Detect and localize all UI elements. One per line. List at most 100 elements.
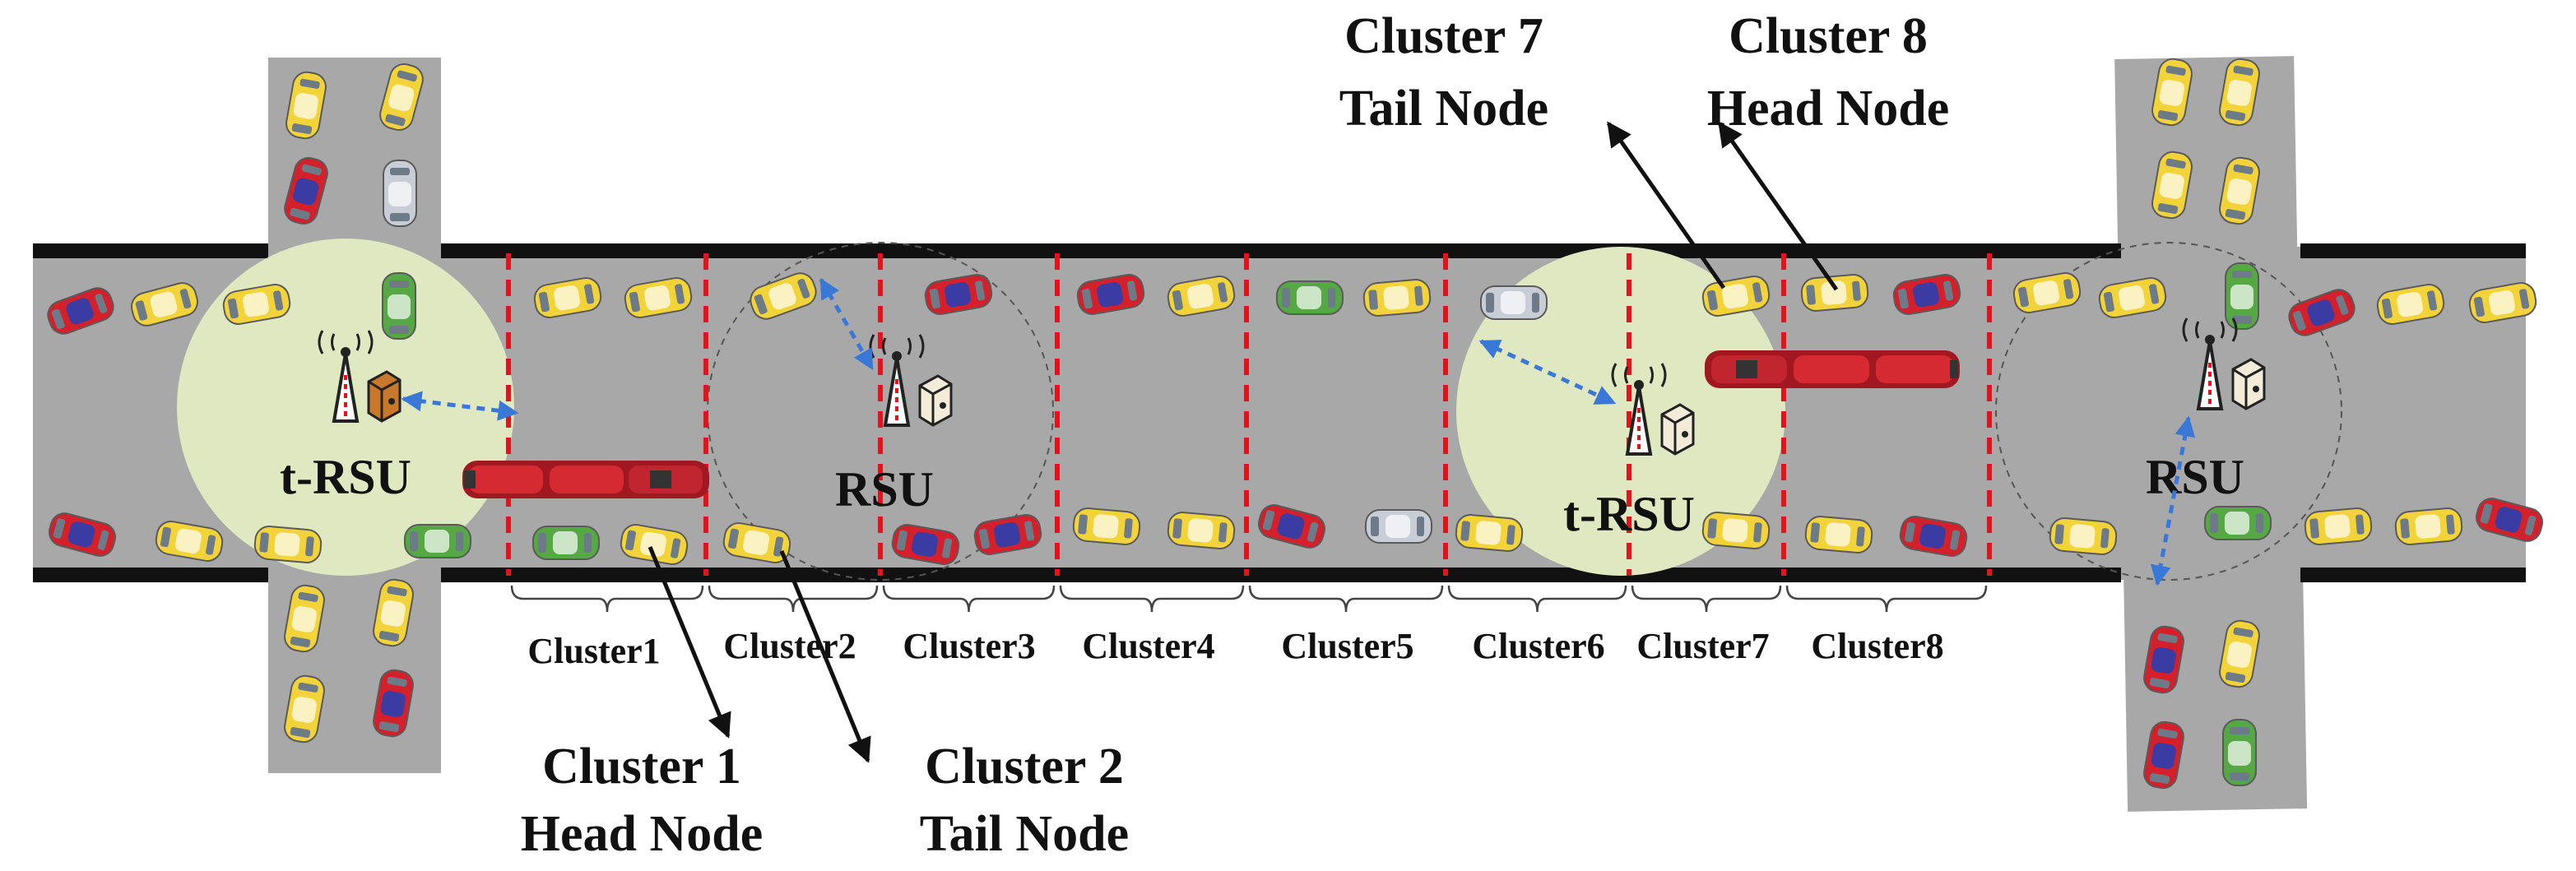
vehicle <box>284 157 328 225</box>
vehicle <box>2468 282 2537 323</box>
vehicle <box>285 71 327 140</box>
cluster-brace <box>1447 585 1627 613</box>
cluster-braces <box>510 585 1988 613</box>
vehicle <box>2151 151 2193 220</box>
cluster-brace <box>1785 585 1988 613</box>
vehicle <box>722 522 791 563</box>
vehicle <box>131 282 198 327</box>
vehicle <box>2288 289 2356 336</box>
cluster-labels: Cluster1 Cluster2 Cluster3 Cluster4 Clus… <box>527 626 1943 671</box>
vehicle <box>2151 58 2193 127</box>
vehicle <box>1701 512 1771 549</box>
road-edge-top-c <box>2300 243 2526 258</box>
cluster-brace <box>1059 585 1245 613</box>
callout-arrows <box>647 121 1839 763</box>
cluster-label-3: Cluster3 <box>903 626 1035 666</box>
vehicle <box>2049 517 2118 555</box>
vehicle <box>47 287 114 335</box>
callout-1-line1: Cluster 1 <box>542 739 741 795</box>
callout-arrow-3 <box>1606 121 1726 290</box>
vehicle <box>620 524 689 565</box>
cluster-label-2: Cluster2 <box>723 626 856 666</box>
vehicle <box>1258 504 1325 549</box>
vehicle <box>404 524 471 558</box>
callout-3-line2: Tail Node <box>1339 81 1548 137</box>
bus-left <box>462 461 709 498</box>
rsu-label-3: t-RSU <box>1563 487 1695 541</box>
rsu-unit-4 <box>2182 317 2266 410</box>
vehicle <box>1167 512 1236 549</box>
vehicles <box>47 58 2543 790</box>
vehicle <box>383 160 417 227</box>
vehicle <box>924 274 993 315</box>
cluster-label-4: Cluster4 <box>1082 626 1214 666</box>
callout-labels: Cluster 1 Head Node Cluster 2 Tail Node … <box>521 8 1950 862</box>
vehicle <box>1365 509 1432 544</box>
vehicle <box>1804 516 1873 554</box>
vehicle <box>1072 507 1141 545</box>
vehicle <box>222 284 291 325</box>
vehicle <box>284 674 325 744</box>
cluster-label-1: Cluster1 <box>527 631 660 671</box>
cluster-brace <box>510 585 704 613</box>
callout-1-line2: Head Node <box>521 806 764 862</box>
coverage-area-4 <box>1995 242 2342 581</box>
vehicle <box>1455 514 1524 552</box>
vehicle <box>382 272 416 340</box>
vehicle <box>1480 285 1548 320</box>
vehicle <box>973 514 1042 555</box>
vehicle <box>533 277 602 318</box>
vehicle <box>1701 276 1771 317</box>
callout-4-line2: Head Node <box>1707 81 1950 137</box>
vehicle <box>2219 58 2260 127</box>
rsu-label-1: t-RSU <box>280 450 411 504</box>
v2i-link-3 <box>1478 339 1617 405</box>
callout-4-line1: Cluster 8 <box>1729 8 1928 64</box>
rsu-label-2: RSU <box>835 462 934 517</box>
coverage-area-3 <box>1456 247 1785 576</box>
cluster-label-8: Cluster8 <box>1811 626 1943 666</box>
vehicle <box>891 524 960 565</box>
vehicle <box>2219 619 2260 688</box>
cluster-brace <box>1631 585 1782 613</box>
cluster-brace <box>708 585 879 613</box>
vehicle <box>1076 274 1145 315</box>
vehicle <box>532 526 600 560</box>
road-edge-top-a <box>33 243 268 258</box>
vehicle <box>1362 279 1432 317</box>
vehicle <box>2394 507 2463 545</box>
vehicle <box>373 669 414 738</box>
vehicle <box>2304 507 2373 545</box>
vehicle <box>2143 720 2184 790</box>
vehicle <box>2476 498 2543 542</box>
vehicle <box>284 584 325 653</box>
callout-arrow-2 <box>779 550 871 763</box>
v2i-link-4 <box>2150 415 2196 586</box>
road-edge-top-b <box>441 243 2121 258</box>
vehicle <box>155 521 224 562</box>
cluster-brace <box>882 585 1056 613</box>
vehicle <box>2098 277 2167 318</box>
callout-arrow-1 <box>647 546 731 739</box>
vehicle <box>2204 506 2272 540</box>
vehicle <box>373 578 414 647</box>
vehicle <box>624 277 693 318</box>
vehicle <box>1276 280 1344 315</box>
cluster-label-5: Cluster5 <box>1281 626 1413 666</box>
rsu-unit-1 <box>318 330 401 423</box>
vehicle <box>2376 284 2445 325</box>
vehicle <box>1167 276 1236 317</box>
vehicle <box>49 512 116 557</box>
vehicle <box>2222 719 2257 786</box>
callout-2-line2: Tail Node <box>920 806 1129 862</box>
cluster-label-6: Cluster6 <box>1472 626 1604 666</box>
road-edge-bot-b <box>441 568 2121 582</box>
vehicle <box>750 272 817 320</box>
v2i-links <box>401 277 2196 586</box>
road-edge-bot-c <box>2300 568 2526 582</box>
vehicle <box>1892 274 1961 315</box>
cluster-label-7: Cluster7 <box>1636 626 1769 666</box>
bus-right <box>1705 350 1960 388</box>
vehicle <box>1899 516 1968 557</box>
